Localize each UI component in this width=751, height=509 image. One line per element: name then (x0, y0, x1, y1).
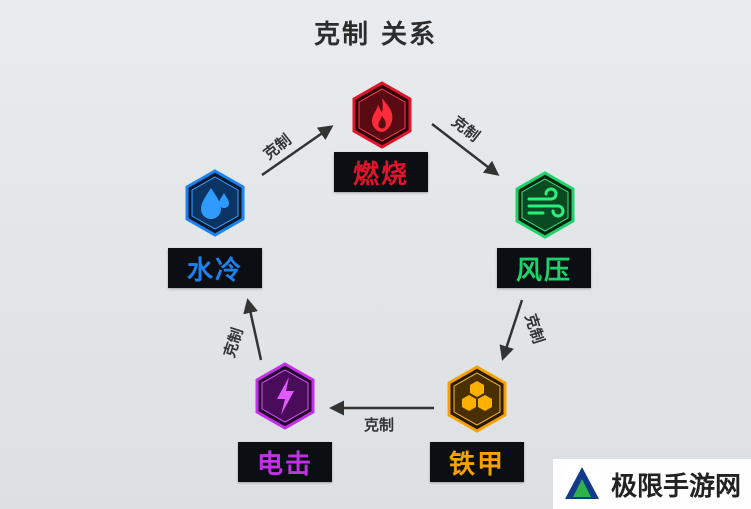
node-electric-hex (250, 361, 320, 431)
node-fire-hex (347, 80, 417, 150)
node-electric-label: 电击 (238, 442, 332, 482)
node-water-label: 水冷 (168, 248, 262, 288)
wind-icon (515, 171, 575, 239)
watermark: 极限手游网 (553, 459, 751, 509)
arrow-water-to-fire (261, 125, 334, 177)
site-logo-icon (562, 464, 602, 504)
edge-label-armor-electric: 克制 (364, 416, 395, 434)
node-armor-label: 铁甲 (430, 442, 524, 482)
node-armor-hex (442, 364, 512, 434)
node-water-hex (180, 168, 250, 238)
node-fire-label: 燃烧 (334, 152, 428, 192)
watermark-text: 极限手游网 (611, 471, 742, 502)
diagram-title: 克制 关系 (313, 20, 438, 50)
arrow-electric-to-water (243, 298, 263, 361)
node-wind-hex (510, 170, 580, 240)
node-wind-label: 风压 (497, 248, 591, 288)
lightning-icon (255, 362, 315, 430)
flame-icon (352, 81, 412, 149)
honeycomb-icon (447, 365, 507, 433)
arrow-fire-to-wind (431, 123, 500, 176)
droplet-icon (185, 169, 245, 237)
arrow-wind-to-armor (499, 299, 524, 361)
